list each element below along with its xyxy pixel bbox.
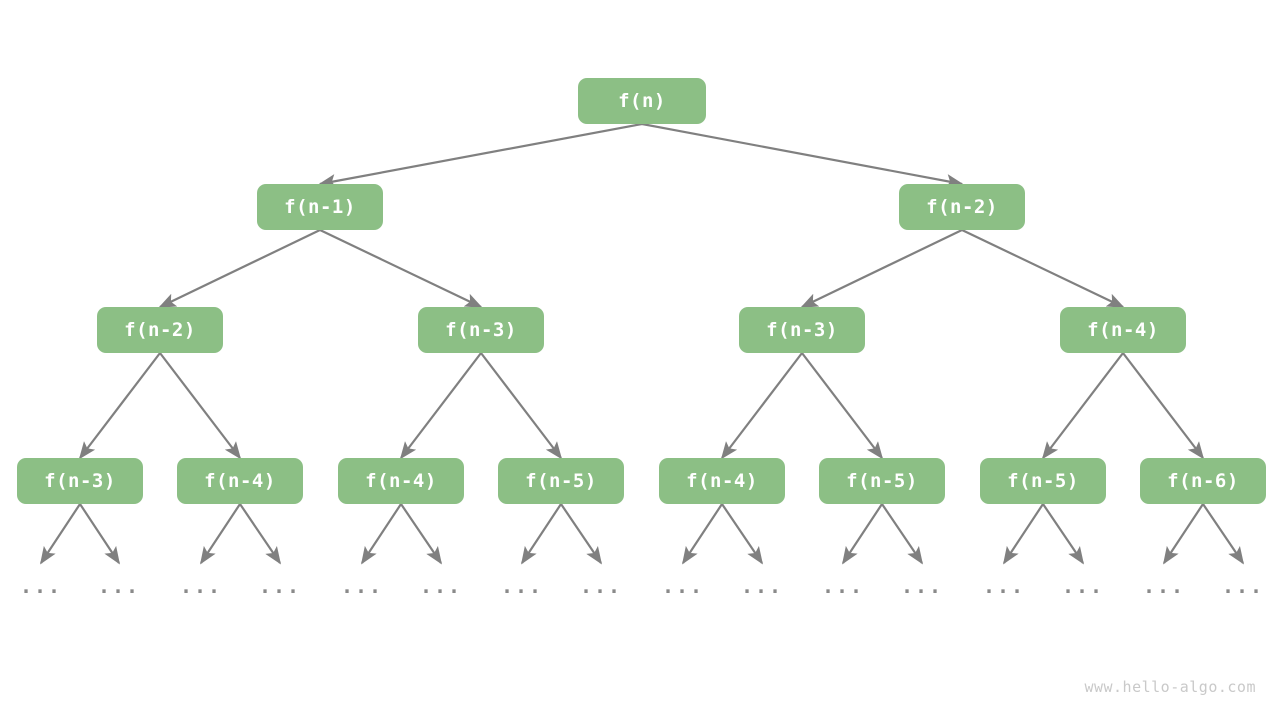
tree-edge xyxy=(78,352,161,460)
tree-edge xyxy=(158,229,321,308)
tree-edge xyxy=(399,352,482,460)
tree-edge xyxy=(1202,503,1244,565)
ellipsis-marker: ... xyxy=(1061,574,1105,598)
tree-edge xyxy=(480,352,563,460)
tree-edge xyxy=(521,503,562,565)
ellipsis-marker: ... xyxy=(500,574,544,598)
ellipsis-marker: ... xyxy=(19,574,63,598)
ellipsis-marker: ... xyxy=(340,574,384,598)
watermark: www.hello-algo.com xyxy=(1084,678,1256,696)
tree-node: f(n-3) xyxy=(17,458,143,504)
tree-node: f(n-3) xyxy=(418,307,544,353)
tree-edge xyxy=(641,122,964,189)
tree-edge xyxy=(1163,503,1204,565)
tree-node: f(n-5) xyxy=(980,458,1106,504)
tree-edge xyxy=(319,229,483,308)
tree-node: f(n-4) xyxy=(177,458,303,504)
tree-edge xyxy=(40,503,81,565)
tree-node: f(n) xyxy=(578,78,706,124)
ellipsis-marker: ... xyxy=(661,574,705,598)
tree-node: f(n-6) xyxy=(1140,458,1266,504)
tree-node: f(n-5) xyxy=(498,458,624,504)
ellipsis-marker: ... xyxy=(179,574,223,598)
ellipsis-marker: ... xyxy=(419,574,463,598)
tree-node: f(n-4) xyxy=(1060,307,1186,353)
ellipsis-marker: ... xyxy=(821,574,865,598)
ellipsis-marker: ... xyxy=(258,574,302,598)
tree-node: f(n-2) xyxy=(97,307,223,353)
tree-edge xyxy=(239,503,281,565)
ellipsis-marker: ... xyxy=(900,574,944,598)
tree-edge xyxy=(1041,352,1124,460)
tree-node: f(n-2) xyxy=(899,184,1025,230)
tree-edge xyxy=(800,229,963,308)
tree-edge xyxy=(318,122,643,189)
tree-edge xyxy=(361,503,402,565)
tree-edge xyxy=(801,352,884,460)
tree-node: f(n-1) xyxy=(257,184,383,230)
tree-edge xyxy=(721,503,763,565)
tree-edge xyxy=(961,229,1125,308)
tree-node: f(n-4) xyxy=(338,458,464,504)
tree-edge xyxy=(682,503,723,565)
tree-node: f(n-3) xyxy=(739,307,865,353)
tree-node: f(n-4) xyxy=(659,458,785,504)
tree-edge xyxy=(560,503,602,565)
ellipsis-marker: ... xyxy=(982,574,1026,598)
tree-node: f(n-5) xyxy=(819,458,945,504)
tree-edge xyxy=(200,503,241,565)
ellipsis-marker: ... xyxy=(740,574,784,598)
tree-edge xyxy=(1122,352,1205,460)
tree-edge xyxy=(1003,503,1044,565)
tree-edge xyxy=(1042,503,1084,565)
tree-edge xyxy=(400,503,442,565)
tree-edge xyxy=(159,352,242,460)
tree-edge xyxy=(79,503,120,565)
ellipsis-marker: ... xyxy=(579,574,623,598)
ellipsis-marker: ... xyxy=(97,574,141,598)
ellipsis-marker: ... xyxy=(1221,574,1265,598)
tree-edge xyxy=(842,503,883,565)
tree-edge xyxy=(881,503,923,565)
ellipsis-marker: ... xyxy=(1142,574,1186,598)
tree-edge xyxy=(720,352,803,460)
